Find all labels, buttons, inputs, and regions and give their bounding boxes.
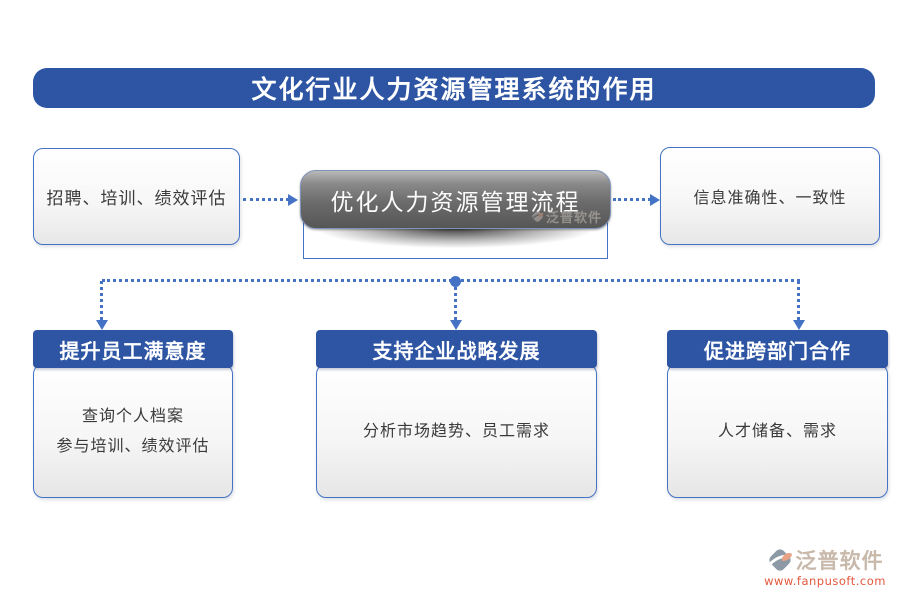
card-header: 支持企业战略发展: [316, 330, 597, 368]
card-body-line: 查询个人档案: [81, 406, 184, 426]
arrowhead-down-icon: [450, 320, 462, 330]
card-body-line: 分析市场趋势、员工需求: [362, 421, 550, 441]
node-optimize-hr-process: 优化人力资源管理流程 泛普软件: [300, 170, 611, 229]
arrowhead-down-icon: [793, 320, 805, 330]
card-body: 人才储备、需求: [667, 364, 888, 498]
center-node-label: 优化人力资源管理流程: [330, 189, 581, 216]
card-header: 促进跨部门合作: [667, 330, 888, 368]
fanpu-logo-icon: [768, 549, 792, 571]
fanpu-logo-icon: [531, 211, 544, 222]
dotted-branch-left-vertical: [100, 281, 103, 320]
button-watermark-text: 泛普软件: [545, 211, 602, 226]
diagram-title: 文化行业人力资源管理系统的作用: [33, 68, 875, 108]
arrowhead-right-icon: [288, 194, 298, 206]
card-body: 查询个人档案 参与培训、绩效评估: [33, 364, 233, 498]
arrowhead-down-icon: [96, 320, 108, 330]
dotted-branch-right-vertical: [797, 281, 800, 320]
fanpu-brand-logo: 泛普软件 www.fanpusoft.com: [764, 545, 886, 588]
node-info-accuracy-consistency: 信息准确性、一致性: [660, 147, 880, 245]
dotted-connector-left-to-center: [243, 198, 289, 201]
arrowhead-right-icon: [650, 194, 660, 206]
node-recruit-training-evaluation: 招聘、培训、绩效评估: [33, 148, 240, 245]
brand-name: 泛普软件: [795, 548, 884, 573]
dotted-branch-center-vertical: [454, 281, 457, 320]
card-header: 提升员工满意度: [33, 330, 233, 368]
card-body: 分析市场趋势、员工需求: [316, 364, 597, 498]
card-body-line: 参与培训、绩效评估: [56, 436, 210, 455]
dotted-connector-center-to-right: [613, 198, 651, 201]
brand-url: www.fanpusoft.com: [764, 574, 886, 588]
card-body-line: 人才储备、需求: [717, 421, 837, 441]
button-watermark: 泛普软件: [531, 207, 602, 226]
